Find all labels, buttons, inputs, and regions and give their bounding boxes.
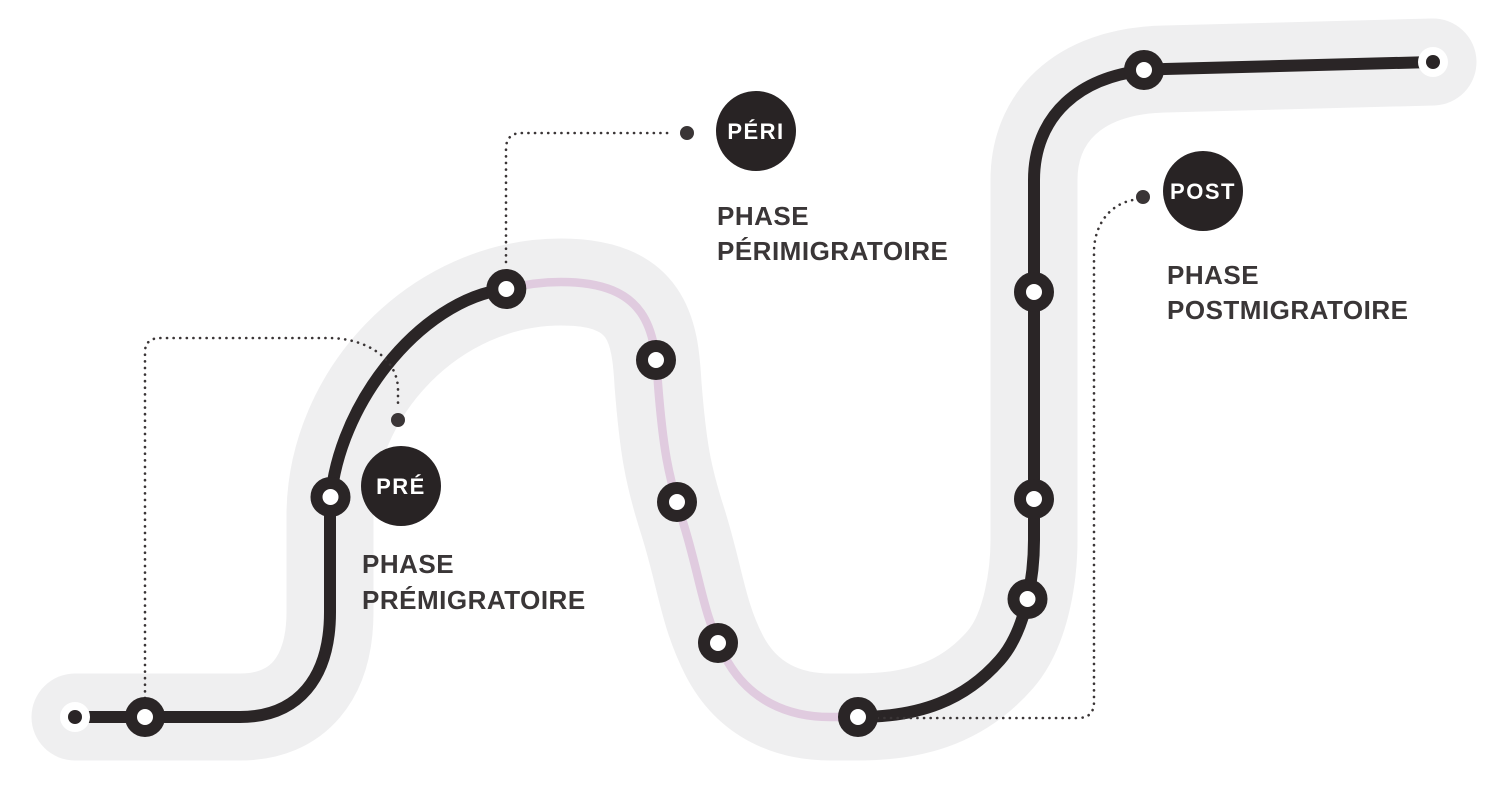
- station-11: [1124, 50, 1164, 90]
- title-perimigratoire-line2: PÉRIMIGRATOIRE: [717, 236, 948, 266]
- station-10: [1014, 272, 1054, 312]
- terminus-end-dot: [1426, 55, 1440, 69]
- station-8: [1007, 579, 1048, 619]
- station-6: [698, 623, 738, 663]
- badge-pre-label: PRÉ: [376, 474, 426, 499]
- station-1: [125, 697, 165, 737]
- title-premigratoire: PHASE PRÉMIGRATOIRE: [362, 549, 586, 615]
- badge-pre-circle: [361, 446, 441, 526]
- badge-peri: PÉRI: [716, 91, 796, 171]
- title-postmigratoire: PHASE POSTMIGRATOIRE: [1167, 260, 1409, 325]
- stations: [125, 50, 1164, 737]
- title-perimigratoire-line1: PHASE: [717, 201, 809, 231]
- title-postmigratoire-line2: POSTMIGRATOIRE: [1167, 295, 1409, 325]
- title-premigratoire-line2: PRÉMIGRATOIRE: [362, 585, 586, 615]
- station-3-peri-start: [486, 269, 527, 309]
- leader-dot-peri: [680, 126, 694, 140]
- title-premigratoire-line1: PHASE: [362, 549, 454, 579]
- badge-pre: PRÉ: [361, 446, 441, 526]
- station-9: [1014, 479, 1054, 519]
- leader-dotted-pre: [143, 336, 400, 700]
- badge-post-circle: [1163, 151, 1243, 231]
- badge-peri-label: PÉRI: [727, 119, 784, 144]
- badge-peri-circle: [716, 91, 796, 171]
- leader-dot-post: [1136, 190, 1150, 204]
- terminus-end: [1418, 47, 1448, 77]
- title-postmigratoire-line1: PHASE: [1167, 260, 1259, 290]
- badge-post-label: POST: [1170, 179, 1236, 204]
- route-line-peri-pink: [502, 277, 863, 722]
- leader-dotted-peri: [504, 131, 673, 264]
- station-7-post-start: [838, 697, 878, 737]
- badge-post: POST: [1163, 151, 1243, 231]
- title-perimigratoire: PHASE PÉRIMIGRATOIRE: [717, 201, 948, 266]
- station-2: [310, 477, 351, 517]
- terminus-start-dot: [68, 710, 82, 724]
- station-4: [636, 340, 676, 380]
- station-5: [657, 482, 697, 522]
- leader-dot-pre: [391, 413, 405, 427]
- terminus-start: [60, 702, 90, 732]
- route-line-post-black: [852, 56, 1439, 723]
